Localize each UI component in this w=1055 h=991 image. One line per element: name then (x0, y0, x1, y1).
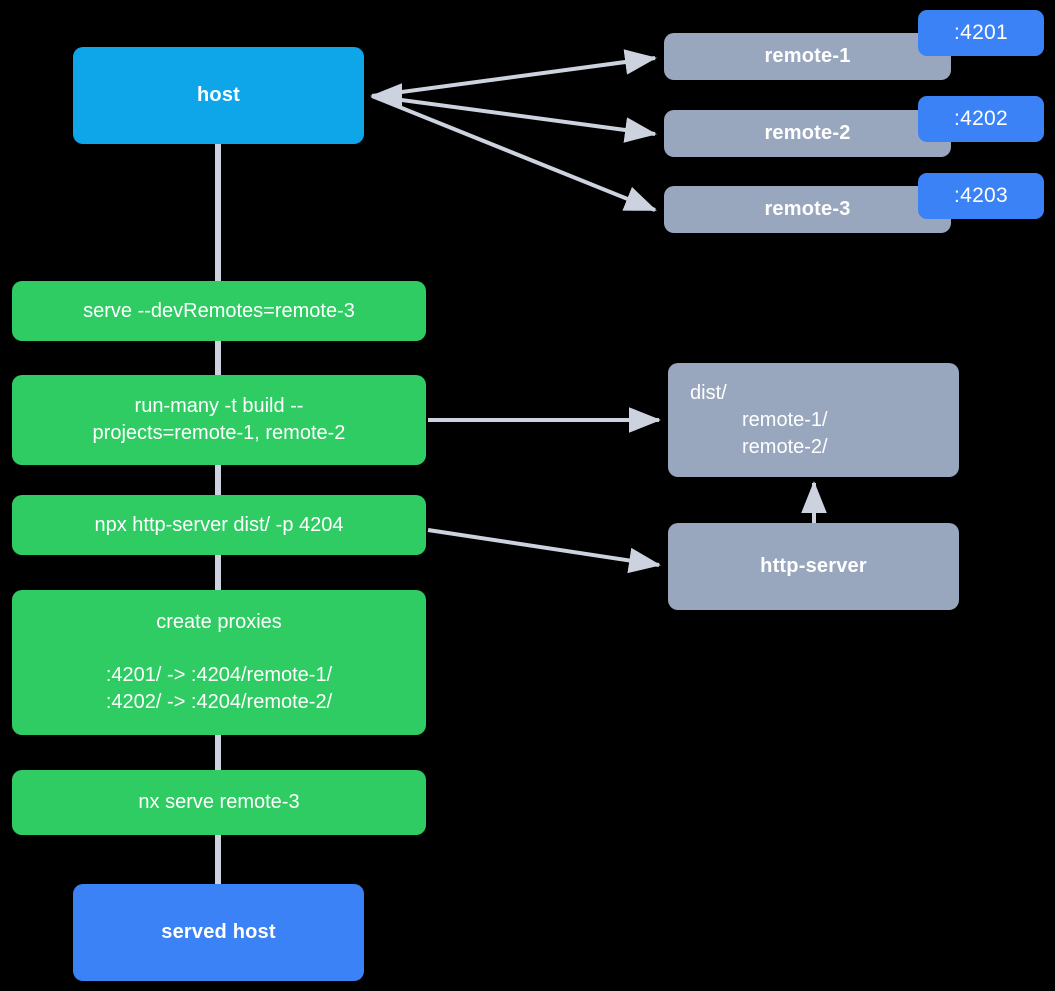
badge-remote-2-port-label: :4202 (953, 107, 1009, 130)
edge-host-remote-2 (371, 94, 657, 143)
node-host-label: host (196, 84, 241, 106)
edge-host-remote-3 (371, 94, 657, 212)
edge-npx-httpserver (427, 528, 661, 574)
badge-remote-2-port: :4202 (918, 96, 1044, 142)
node-remote-3-label: remote-3 (764, 198, 851, 220)
command-serve-dev-remotes-line-1: serve --devRemotes=remote-3 (83, 299, 355, 322)
command-npx-http-server[interactable]: npx http-server dist/ -p 4204 (12, 495, 426, 555)
badge-remote-3-port-label: :4203 (953, 184, 1009, 207)
node-served-host-label: served host (161, 921, 276, 943)
node-remote-3[interactable]: remote-3 (664, 186, 951, 233)
command-run-many-build-line-1: run-many -t build -- (134, 395, 304, 417)
command-nx-serve-remote-3[interactable]: nx serve remote-3 (12, 770, 426, 835)
badge-remote-3-port: :4203 (918, 173, 1044, 219)
node-remote-1[interactable]: remote-1 (664, 33, 951, 80)
node-http-server[interactable]: http-server (668, 523, 959, 610)
command-run-many-build[interactable]: run-many -t build -- projects=remote-1, … (12, 375, 426, 465)
node-dist-folder-line-3: remote-2/ (742, 435, 828, 458)
badge-remote-1-port: :4201 (918, 10, 1044, 56)
badge-remote-1-port-label: :4201 (953, 21, 1009, 44)
node-remote-2-label: remote-2 (764, 122, 851, 144)
command-create-proxies-line-1: create proxies (156, 611, 282, 633)
command-nx-serve-remote-3-line-1: nx serve remote-3 (138, 791, 300, 813)
command-create-proxies[interactable]: create proxies :4201/ -> :4204/remote-1/… (12, 590, 426, 735)
edge-host-remote-1 (371, 49, 657, 98)
node-remote-1-label: remote-1 (764, 45, 851, 67)
node-dist-folder-line-2: remote-1/ (742, 408, 828, 431)
node-dist-folder-line-1: dist/ (690, 381, 727, 404)
node-http-server-label: http-server (760, 555, 867, 577)
node-host[interactable]: host (73, 47, 364, 144)
command-run-many-build-line-2: projects=remote-1, remote-2 (92, 422, 346, 444)
node-dist-folder[interactable]: dist/ remote-1/ remote-2/ (668, 363, 959, 477)
command-create-proxies-line-2: :4201/ -> :4204/remote-1/ (105, 664, 333, 686)
node-remote-2[interactable]: remote-2 (664, 110, 951, 157)
command-npx-http-server-line-1: npx http-server dist/ -p 4204 (94, 513, 344, 536)
command-create-proxies-line-3: :4202/ -> :4204/remote-2/ (105, 691, 333, 713)
command-serve-dev-remotes[interactable]: serve --devRemotes=remote-3 (12, 281, 426, 341)
node-served-host[interactable]: served host (73, 884, 364, 981)
